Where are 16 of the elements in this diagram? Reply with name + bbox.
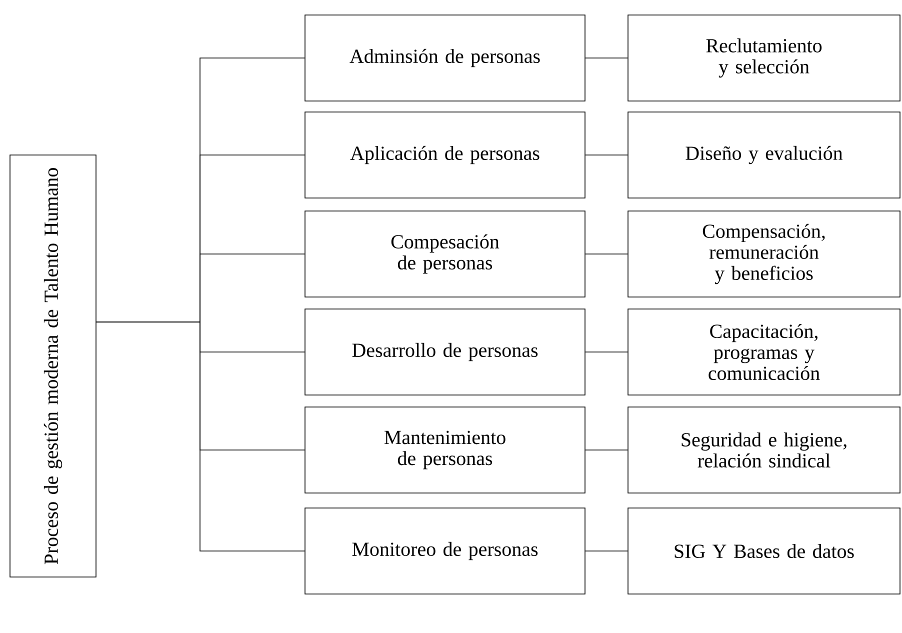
process-box: Proceso de gestión moderna de Talento Humano [10, 154, 96, 578]
connector-line [96, 322, 305, 552]
process-box: Reclutamiento y selección [628, 14, 900, 102]
process-box: Seguridad e higiene, relación sindical [628, 406, 900, 494]
process-box: Compensación, remuneración y beneficios [628, 210, 900, 298]
connector-line [585, 550, 628, 552]
process-box: Monitoreo de personas [304, 508, 586, 594]
process-box: Capacitación, programas y comunicación [628, 308, 900, 396]
process-box: Compesación de personas [304, 210, 586, 298]
connector-line [585, 154, 628, 156]
process-box: Adminsión de personas [304, 14, 586, 102]
process-box: Desarrollo de personas [304, 308, 586, 396]
process-box: SIG Y Bases de datos [628, 508, 900, 594]
process-box: Mantenimiento de personas [304, 406, 586, 494]
process-box: Aplicación de personas [304, 112, 586, 198]
process-box: Diseño y evalución [628, 112, 900, 198]
